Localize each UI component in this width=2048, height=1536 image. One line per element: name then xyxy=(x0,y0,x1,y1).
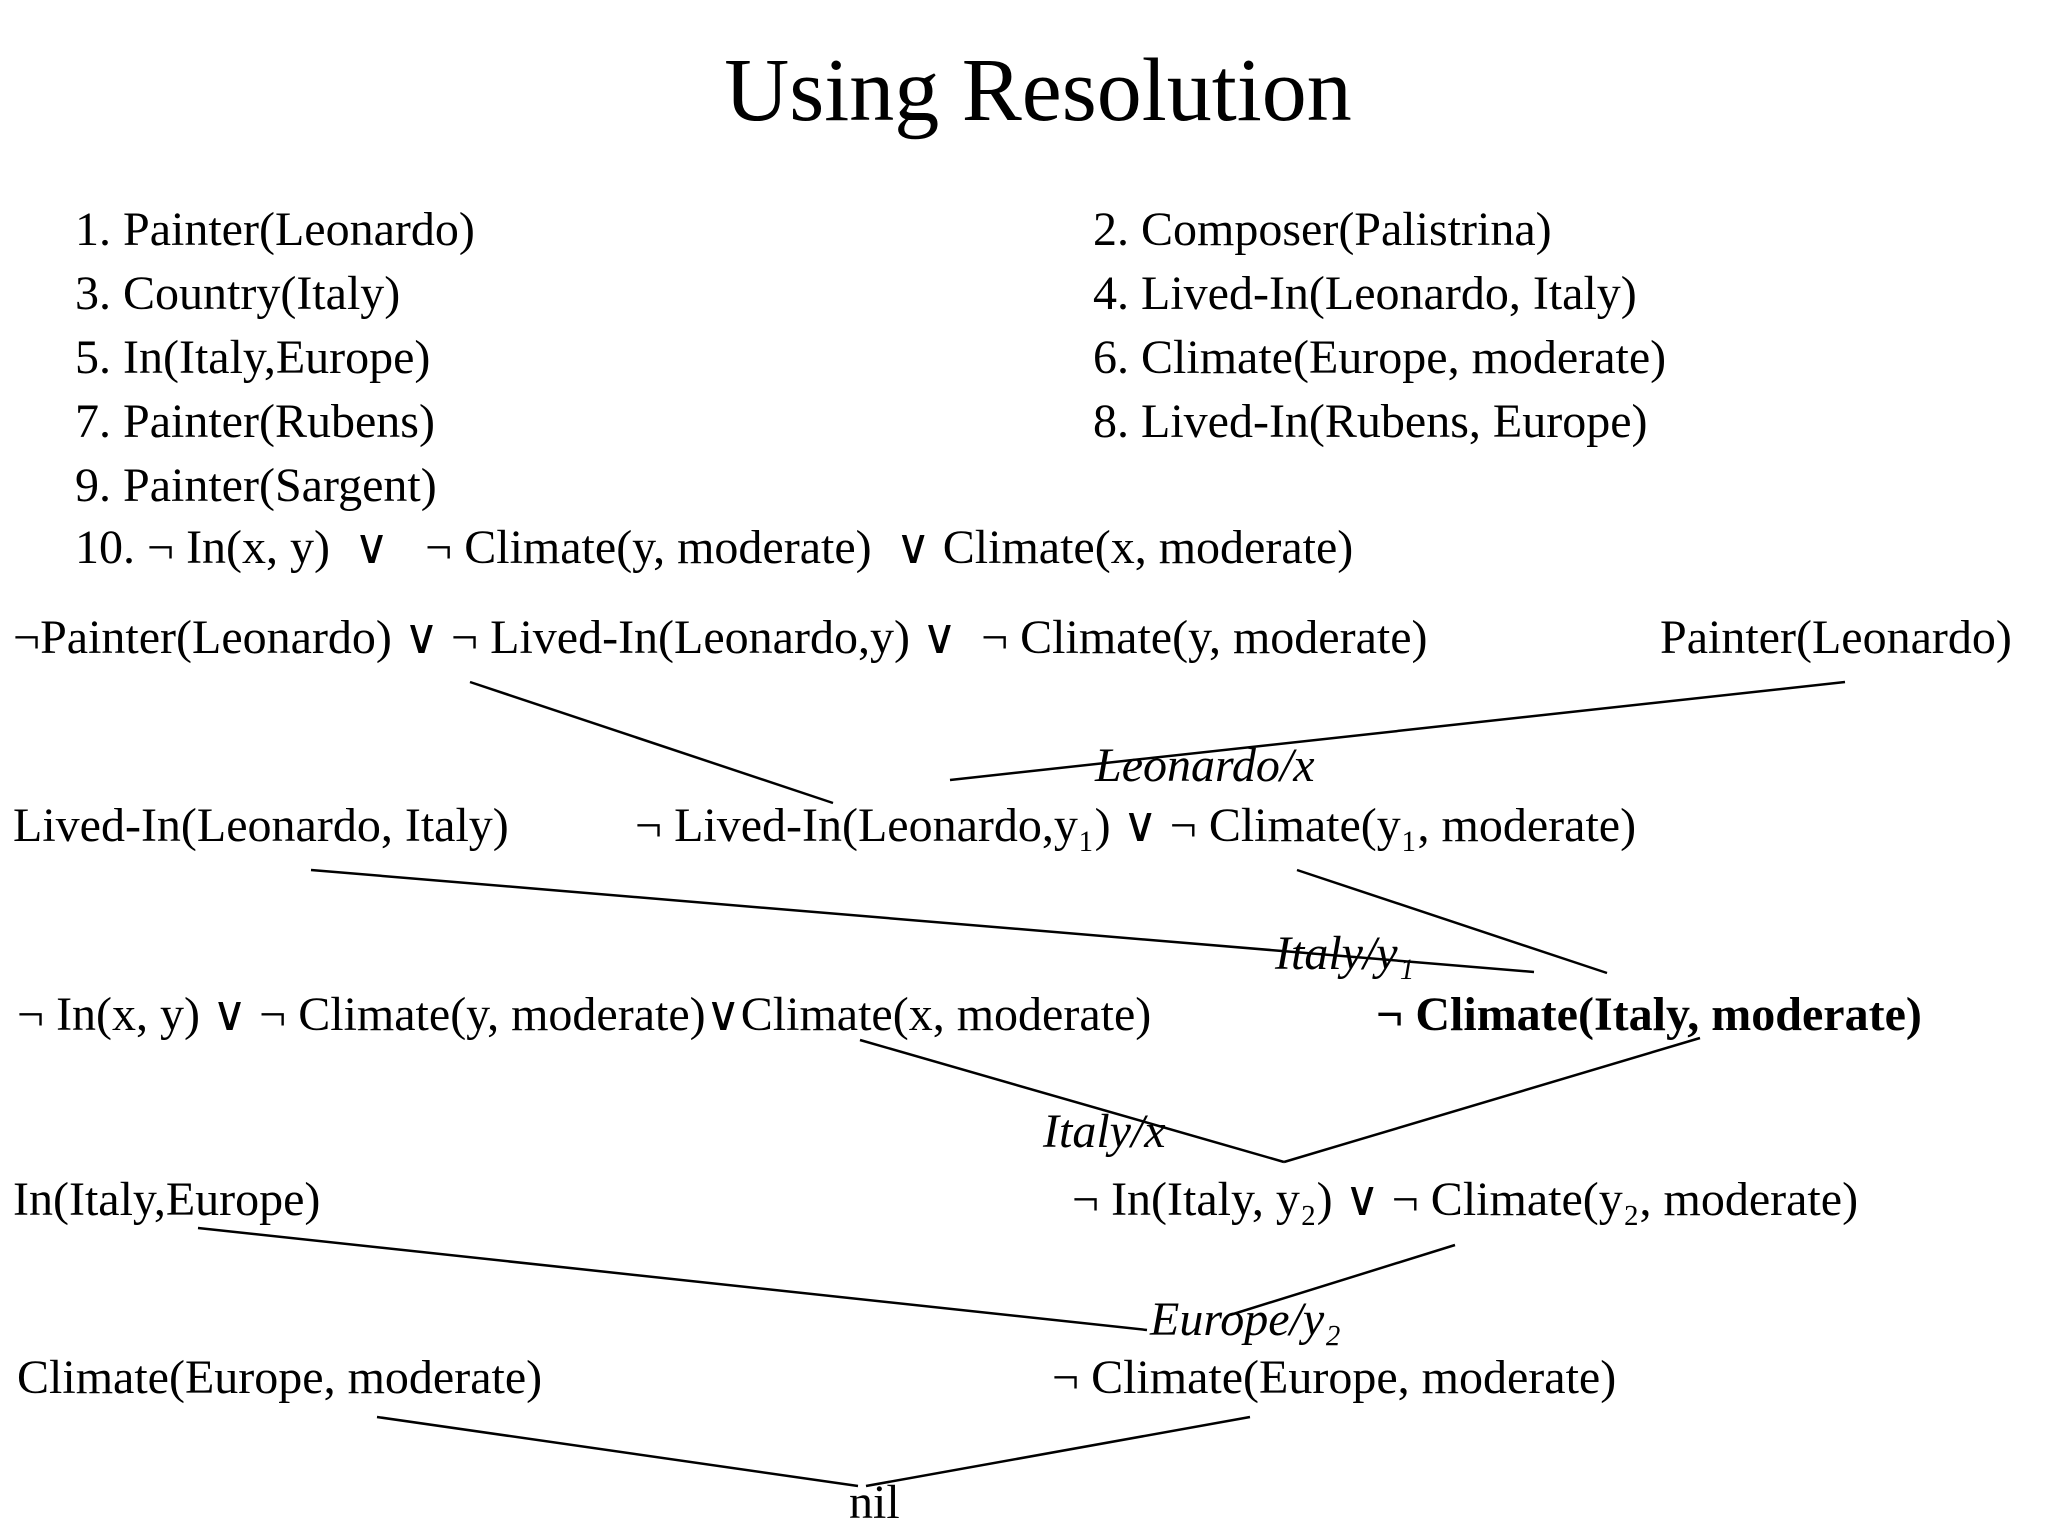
premise-5: 5. In(Italy,Europe) xyxy=(75,331,431,384)
resolution-line-step1-left xyxy=(469,680,834,805)
substitution-italy-y1: Italy/y₁ xyxy=(1275,927,1415,980)
resolution-result-nil: nil xyxy=(849,1476,900,1529)
premise-9: 9. Painter(Sargent) xyxy=(75,459,437,512)
substitution-europe-y2: Europe/y₂ xyxy=(1150,1293,1341,1346)
clause-resolvent-1: ¬ Lived-In(Leonardo,y₁) ∨ ¬ Climate(y₁, … xyxy=(635,799,1637,852)
resolution-line-step5-right xyxy=(865,1415,1251,1488)
premise-8: 8. Lived-In(Rubens, Europe) xyxy=(1093,395,1648,448)
clause-resolvent-3: ¬ In(Italy, y₂) ∨ ¬ Climate(y₂, moderate… xyxy=(1072,1173,1859,1226)
clause-neg-climate-europe: ¬ Climate(Europe, moderate) xyxy=(1052,1351,1617,1404)
clause-in-italy-europe: In(Italy,Europe) xyxy=(13,1173,321,1226)
substitution-leonardo-x: Leonardo/x xyxy=(1095,739,1315,792)
premise-2: 2. Composer(Palistrina) xyxy=(1093,203,1552,256)
premise-1: 1. Painter(Leonardo) xyxy=(75,203,475,256)
clause-climate-europe: Climate(Europe, moderate) xyxy=(17,1351,543,1404)
clause-negated-goal: ¬Painter(Leonardo) ∨ ¬ Lived-In(Leonardo… xyxy=(13,611,1428,664)
clause-rule-10: ¬ In(x, y) ∨ ¬ Climate(y, moderate)∨Clim… xyxy=(17,988,1152,1041)
resolution-line-step3-right xyxy=(1283,1036,1701,1164)
clause-resolvent-2-bold: ¬ Climate(Italy, moderate) xyxy=(1376,988,1922,1041)
resolution-line-step5-left xyxy=(376,1415,859,1488)
slide-title: Using Resolution xyxy=(724,41,1352,140)
clause-painter-leonardo: Painter(Leonardo) xyxy=(1660,611,2012,664)
resolution-line-step4-left xyxy=(197,1226,1148,1332)
premise-3: 3. Country(Italy) xyxy=(75,267,401,320)
premise-4: 4. Lived-In(Leonardo, Italy) xyxy=(1093,267,1637,320)
premise-10: 10. ¬ In(x, y) ∨ ¬ Climate(y, moderate) … xyxy=(75,521,1354,574)
clause-livedin-leonardo-italy: Lived-In(Leonardo, Italy) xyxy=(13,799,509,852)
premise-7: 7. Painter(Rubens) xyxy=(75,395,435,448)
resolution-line-step1-right xyxy=(949,680,1846,782)
substitution-italy-x: Italy/x xyxy=(1043,1105,1166,1158)
premise-6: 6. Climate(Europe, moderate) xyxy=(1093,331,1667,384)
